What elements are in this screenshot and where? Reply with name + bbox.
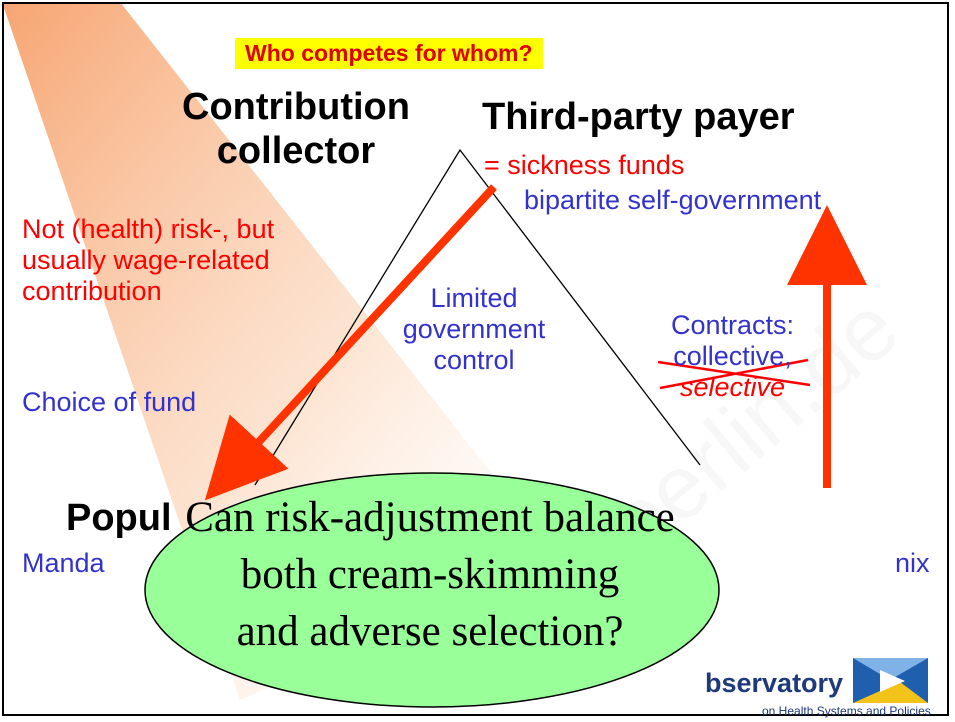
contracts-collective: collective bbox=[673, 341, 785, 372]
contribution-note: Not (health) risk-, but usually wage-rel… bbox=[22, 214, 274, 307]
ellipse-line-3: and adverse selection? bbox=[236, 607, 624, 655]
contribution-collector-line-2: collector bbox=[216, 129, 376, 172]
choice-of-fund-label: Choice of fund bbox=[22, 387, 197, 417]
ellipse-line-1: Can risk-adjustment balance bbox=[185, 494, 675, 541]
observatory-logo-icon bbox=[853, 658, 928, 703]
sickness-funds-note: = sickness funds bbox=[484, 150, 685, 180]
third-party-payer-label: Third-party payer bbox=[482, 96, 795, 138]
contribution-note-line-1: Not (health) risk-, but bbox=[22, 214, 275, 244]
slide-title: Who competes for whom? bbox=[235, 38, 543, 69]
contribution-collector-label: Contribution collector bbox=[148, 86, 444, 173]
risk-adjustment-ellipse bbox=[144, 472, 720, 708]
contracts-label: Contracts: collective, selective bbox=[640, 310, 825, 403]
contracts-title: Contracts: bbox=[670, 310, 795, 340]
self-government-note: bipartite self-government bbox=[524, 185, 822, 215]
contribution-collector-line-1: Contribution bbox=[182, 86, 410, 128]
government-control-line-3: control bbox=[433, 345, 515, 376]
ellipse-line-2: both cream-skimming bbox=[240, 550, 620, 598]
collective-strike-2 bbox=[659, 358, 809, 390]
payer-to-population-arrow bbox=[204, 184, 497, 501]
population-left-text: Manda bbox=[22, 548, 105, 578]
government-control-line-1: Limited bbox=[430, 283, 518, 313]
observatory-logo-subtitle: on Health Systems and Policies bbox=[762, 704, 931, 718]
contracts-types: collective, bbox=[640, 341, 825, 372]
contracts-comma: , bbox=[784, 341, 792, 372]
population-right-text: nix bbox=[895, 548, 930, 578]
ellipse-question: Can risk-adjustment balance both cream-s… bbox=[150, 490, 710, 660]
government-control-label: Limited government control bbox=[374, 283, 574, 376]
contracts-selective: selective bbox=[679, 372, 786, 403]
population-label: Popul bbox=[66, 497, 172, 539]
contribution-note-line-3: contribution bbox=[22, 276, 162, 307]
contribution-note-line-2: usually wage-related bbox=[22, 245, 270, 276]
observatory-logo-word: bservatory bbox=[705, 668, 844, 698]
government-control-line-2: government bbox=[402, 314, 546, 345]
